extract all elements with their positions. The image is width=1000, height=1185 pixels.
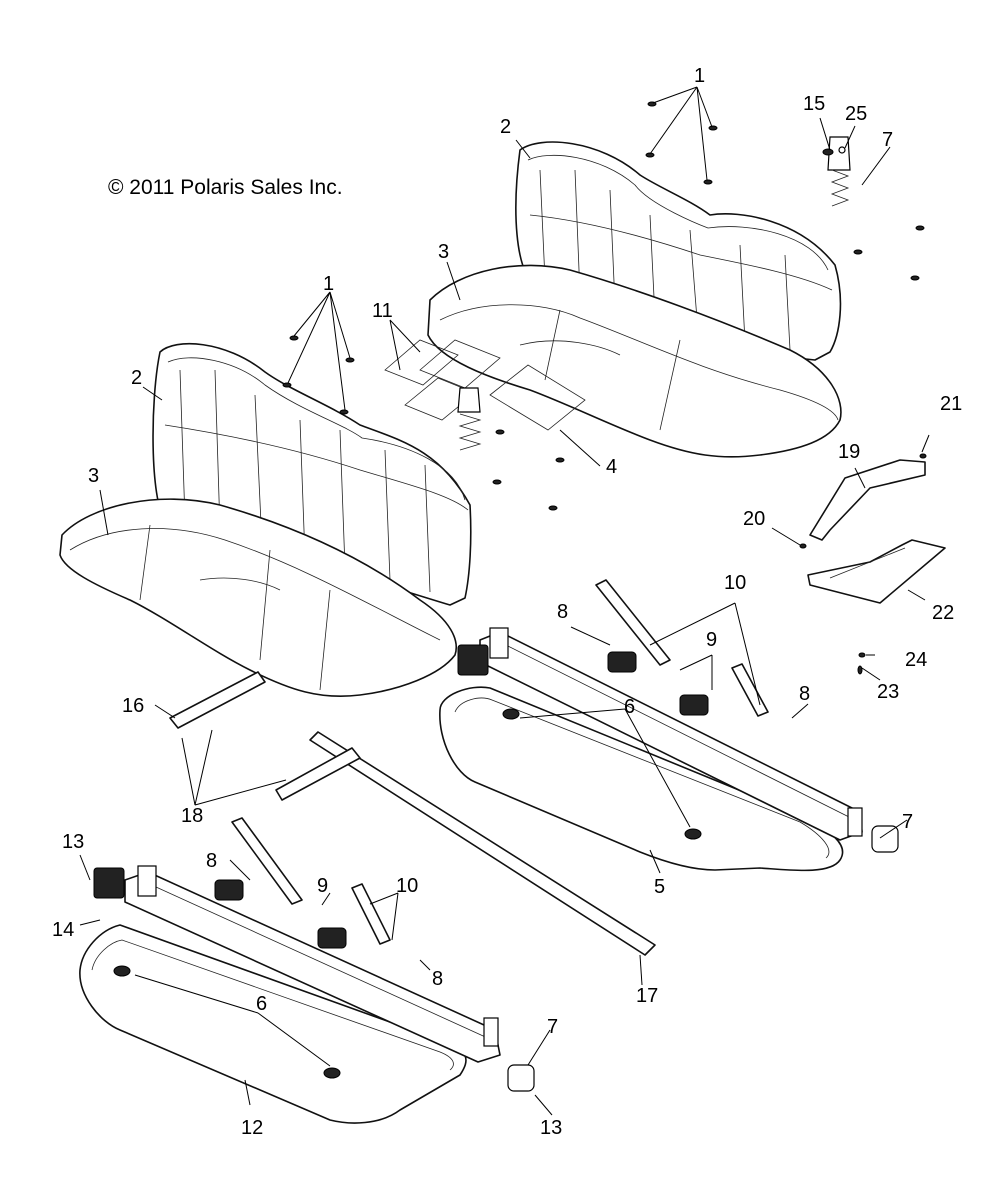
callout-15: 15	[803, 93, 825, 115]
callout-3b: 3	[88, 465, 99, 487]
rear-spring	[827, 136, 851, 207]
callout-8a: 8	[557, 601, 568, 623]
callout-8d: 8	[432, 968, 443, 990]
bracket-19	[809, 459, 926, 541]
grommets	[113, 708, 702, 1079]
callout-2a: 2	[500, 116, 511, 138]
callout-12: 12	[241, 1117, 263, 1139]
front-seat-frame	[79, 865, 501, 1124]
callout-9a: 9	[706, 629, 717, 651]
callout-18: 18	[181, 805, 203, 827]
callout-7a: 7	[882, 129, 893, 151]
leader-lines	[79, 86, 930, 1116]
callout-8b: 8	[799, 683, 810, 705]
callout-23: 23	[877, 681, 899, 703]
callout-6a: 6	[624, 696, 635, 718]
callout-1a: 1	[694, 65, 705, 87]
screw-fasteners	[282, 101, 927, 675]
bracket-16	[169, 671, 361, 801]
callout-labels: 1 1 2 2 3 3 4 5 6 6 7 7 7 8 8 8 8 9 9 10…	[52, 65, 962, 1139]
callout-25: 25	[845, 103, 867, 125]
callout-21: 21	[940, 393, 962, 415]
callout-13b: 13	[540, 1117, 562, 1139]
rear-seat-frame	[439, 627, 863, 872]
copyright-text: © 2011 Polaris Sales Inc.	[108, 176, 343, 199]
callout-6b: 6	[256, 993, 267, 1015]
callout-11: 11	[372, 300, 393, 322]
bracket-22	[807, 539, 946, 604]
callout-20: 20	[743, 508, 765, 530]
callout-19: 19	[838, 441, 860, 463]
callout-14: 14	[52, 919, 74, 941]
callout-8c: 8	[206, 850, 217, 872]
callout-4: 4	[606, 456, 617, 478]
callout-7b: 7	[902, 811, 913, 833]
callout-13a: 13	[62, 831, 84, 853]
callout-24: 24	[905, 649, 927, 671]
callout-2b: 2	[131, 367, 142, 389]
callout-1b: 1	[323, 273, 334, 295]
front-spring	[457, 387, 482, 451]
callout-5: 5	[654, 876, 665, 898]
front-seat-cushion	[59, 498, 457, 698]
rod-17	[309, 731, 656, 956]
callout-22: 22	[932, 602, 954, 624]
callout-7c: 7	[547, 1016, 558, 1038]
callout-17: 17	[636, 985, 658, 1007]
callout-16: 16	[122, 695, 144, 717]
callout-9b: 9	[317, 875, 328, 897]
callout-10a: 10	[724, 572, 746, 594]
callout-3a: 3	[438, 241, 449, 263]
rear-seat-cushion	[427, 264, 842, 458]
callout-10b: 10	[396, 875, 418, 897]
